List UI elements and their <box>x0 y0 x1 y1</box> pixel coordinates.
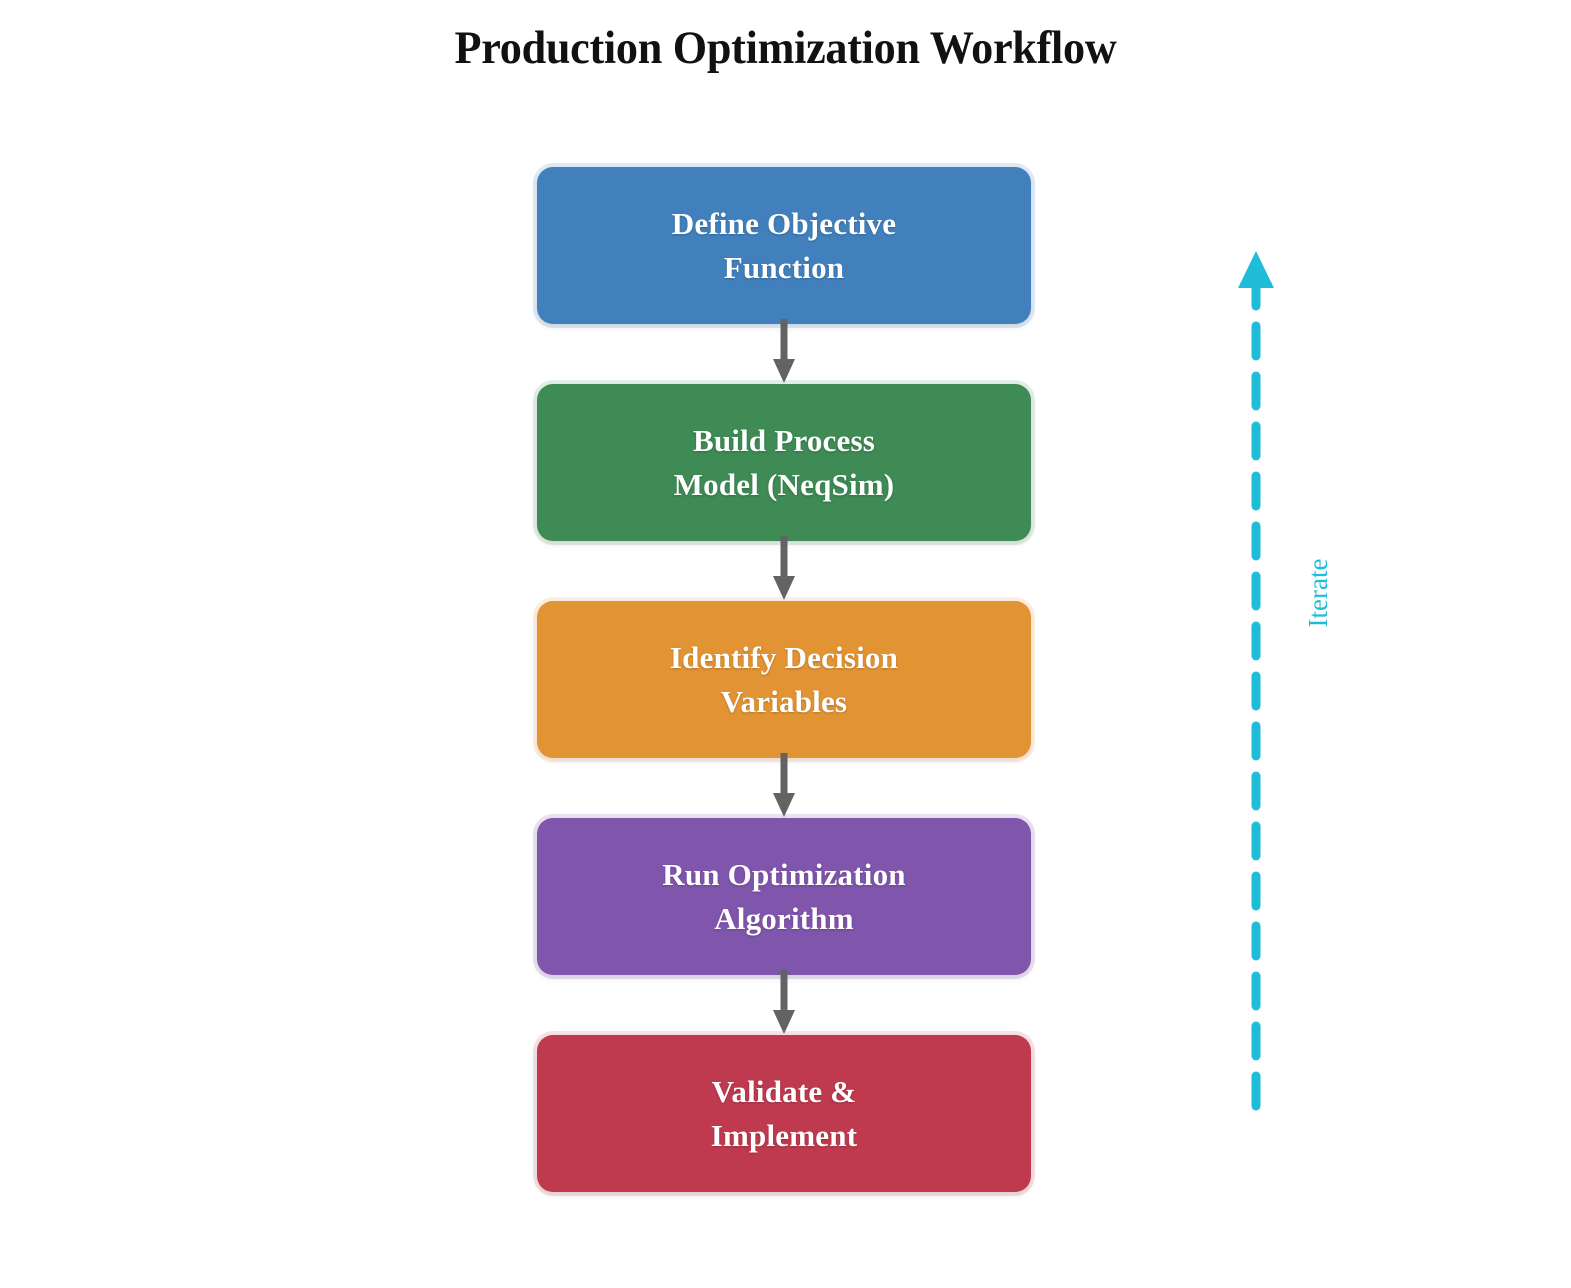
flow-node-define-objective-function[interactable]: Define Objective Function <box>537 167 1031 324</box>
flow-node-identify-decision-variables[interactable]: Identify Decision Variables <box>537 601 1031 758</box>
flow-node-label: Identify Decision Variables <box>669 639 899 719</box>
iterate-label: Iterate <box>1303 558 1333 628</box>
flow-node-label: Run Optimization Algorithm <box>662 856 906 936</box>
flow-node-label: Define Objective Function <box>671 205 897 285</box>
iterate-dashed-arrow-icon <box>1238 251 1274 1111</box>
flow-node-label: Build Process Model (NeqSim) <box>673 422 895 502</box>
page-title: Production Optimization Workflow <box>454 22 1117 74</box>
flowchart-node-column: Define Objective Function Build Process … <box>537 167 1031 1192</box>
flow-edge-arrow-1 <box>773 319 795 383</box>
flow-node-run-optimization-algorithm[interactable]: Run Optimization Algorithm <box>537 818 1031 975</box>
flow-node-label: Validate & Implement <box>710 1073 858 1153</box>
flow-edge-arrow-3 <box>773 753 795 817</box>
flow-node-validate-and-implement[interactable]: Validate & Implement <box>537 1035 1031 1192</box>
flow-edge-arrow-4 <box>773 970 795 1034</box>
flow-edge-arrow-2 <box>773 536 795 600</box>
flow-node-build-process-model[interactable]: Build Process Model (NeqSim) <box>537 384 1031 541</box>
iterate-loop-annotation: Iterate <box>1228 248 1348 1118</box>
